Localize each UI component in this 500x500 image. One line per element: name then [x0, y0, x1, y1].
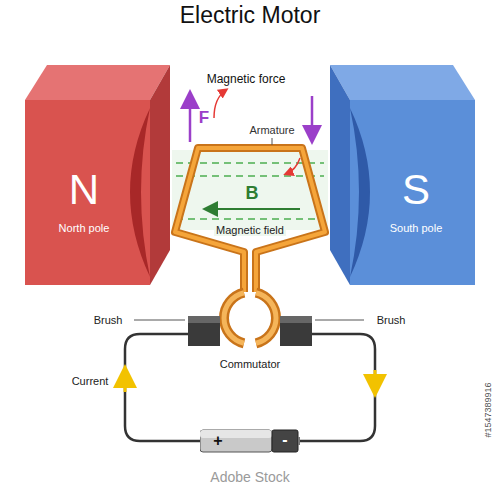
brush — [280, 316, 312, 346]
leader-line — [134, 320, 185, 321]
watermark-id: #1547389916 — [484, 382, 494, 437]
wire — [125, 334, 202, 441]
part-label: Current — [72, 375, 109, 387]
part-label: Brush — [94, 314, 123, 326]
part-label: Magnetic force — [207, 73, 286, 86]
part-label: Brush — [377, 314, 406, 326]
rotation-arrow — [214, 90, 226, 118]
pole-letter: S — [402, 167, 430, 213]
part-label: Magnetic field — [214, 224, 286, 236]
field-arrow — [206, 208, 300, 210]
brush — [188, 316, 220, 346]
field-symbol: B — [244, 184, 261, 204]
force-symbol: F — [199, 109, 209, 128]
brush — [188, 316, 220, 323]
current-arrow — [124, 370, 127, 392]
part-label: Commutator — [220, 358, 281, 370]
terminal-sign: - — [282, 431, 287, 449]
wire — [298, 334, 375, 441]
field-lines — [176, 163, 324, 219]
commutator-half — [224, 293, 244, 344]
commutator-half — [256, 293, 276, 344]
force-arrow — [311, 96, 314, 140]
current-arrow — [374, 370, 377, 392]
commutator-half — [256, 293, 276, 344]
force-arrow — [189, 94, 192, 142]
terminal-sign: + — [213, 432, 222, 450]
battery: +- — [200, 428, 300, 454]
pole-name: South pole — [390, 222, 443, 234]
part-label: Armature — [249, 124, 294, 136]
armature-coil — [175, 148, 325, 292]
south-magnet: S South pole — [328, 60, 478, 290]
diagram-title: Electric Motor — [0, 2, 500, 29]
armature-coil-core — [175, 148, 325, 292]
rotation-arrow — [286, 158, 300, 174]
leader-line — [272, 138, 273, 145]
north-magnet: N North pole — [22, 60, 172, 290]
commutator-half — [224, 293, 244, 344]
leader-line — [315, 320, 364, 321]
pole-letter: N — [69, 167, 99, 213]
pole-name: North pole — [59, 222, 110, 234]
brush — [280, 316, 312, 323]
watermark: Adobe Stock — [210, 470, 289, 485]
